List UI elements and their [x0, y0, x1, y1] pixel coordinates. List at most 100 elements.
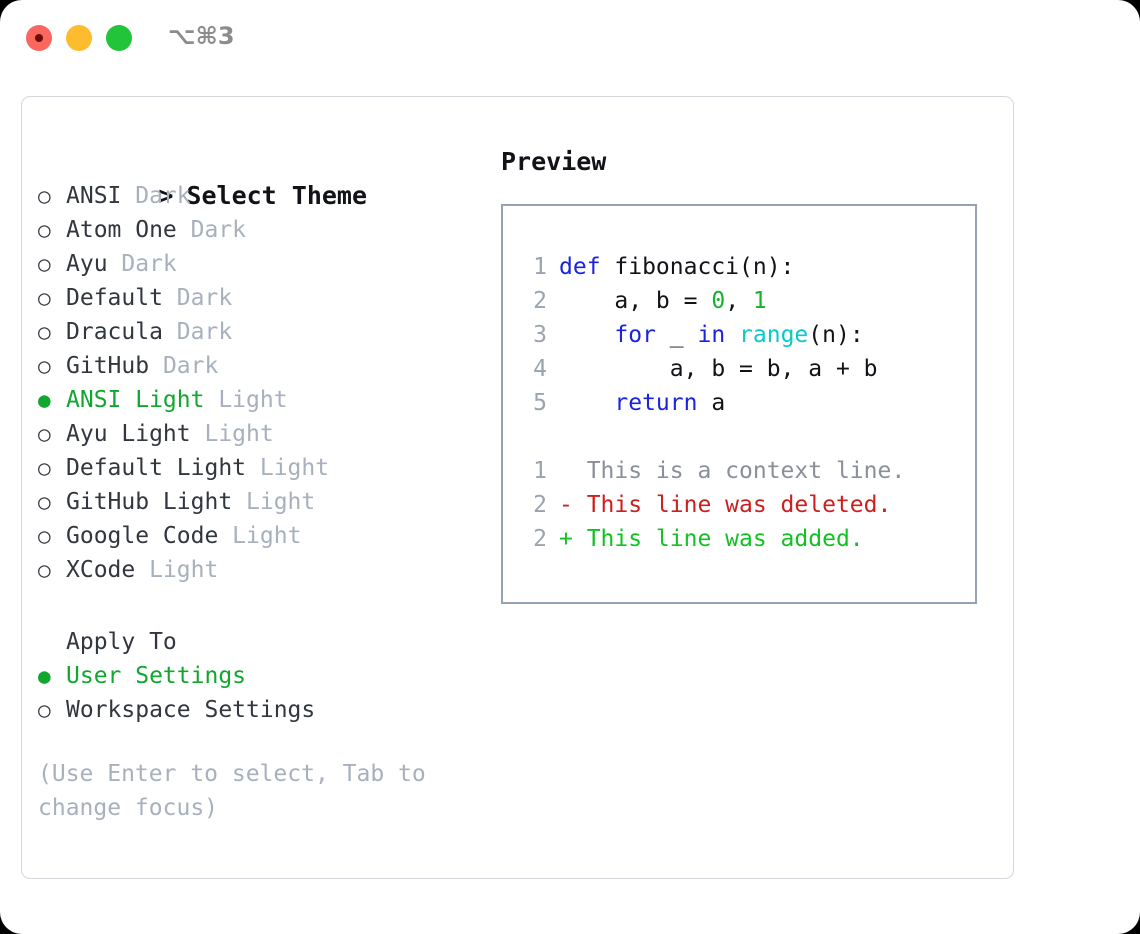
code-token [559, 390, 614, 416]
select-theme-header: > Select Theme [38, 145, 488, 210]
theme-name: Default Light [66, 455, 247, 481]
code-token: return [614, 390, 698, 416]
radio-unselected-icon[interactable]: ○ [38, 320, 51, 344]
radio-unselected-icon[interactable]: ○ [38, 218, 51, 242]
theme-category: Light [246, 455, 330, 481]
theme-name: Atom One [66, 217, 177, 243]
code-token: - This line was deleted. [559, 492, 892, 518]
theme-row[interactable]: ○ Dracula Dark [38, 315, 488, 349]
radio-unselected-icon[interactable]: ○ [38, 184, 51, 208]
hint-spacer [38, 727, 488, 757]
line-number: 2 [533, 288, 547, 314]
caret-icon: > [158, 181, 174, 210]
keyboard-shortcut-label: ⌥⌘3 [168, 22, 235, 50]
theme-row[interactable]: ○ Default Light Light [38, 451, 488, 485]
apply-to-list: ● User Settings ○ Workspace Settings [38, 659, 488, 727]
window-controls [26, 25, 132, 51]
theme-row[interactable]: ○ Default Dark [38, 281, 488, 315]
diff-sample: 1 This is a context line. 2 - This line wa… [519, 454, 975, 556]
preview-title: Preview [501, 147, 607, 176]
radio-unselected-icon[interactable]: ○ [38, 286, 51, 310]
code-line: 5 return a [519, 386, 975, 420]
theme-name: Default [66, 285, 163, 311]
title-bar: ⌥⌘3 [0, 0, 1140, 78]
theme-row[interactable]: ○ XCode Light [38, 553, 488, 587]
theme-row[interactable]: ○Atom One Dark [38, 213, 488, 247]
section-spacer [38, 587, 488, 625]
theme-name: GitHub Light [66, 489, 233, 515]
theme-category: Light [204, 387, 288, 413]
radio-unselected-icon[interactable]: ○ [38, 354, 51, 378]
theme-category: Light [218, 523, 302, 549]
theme-name: Ayu Light [66, 421, 191, 447]
code-diff-spacer [519, 420, 975, 454]
radio-unselected-icon[interactable]: ○ [38, 422, 51, 446]
diff-line: 2 + This line was added. [519, 522, 975, 556]
theme-row[interactable]: ○ GitHub Light Light [38, 485, 488, 519]
select-theme-title: Select Theme [186, 181, 368, 210]
theme-row[interactable]: ○ Google Code Light [38, 519, 488, 553]
radio-unselected-icon[interactable]: ○ [38, 558, 51, 582]
code-token: + This line was added. [559, 526, 864, 552]
theme-category: Dark [107, 251, 177, 277]
code-token [559, 322, 614, 348]
radio-unselected-icon[interactable]: ○ [38, 490, 51, 514]
code-token: (n): [808, 322, 864, 348]
code-token: a, b = b, a + b [559, 356, 878, 382]
apply-to-label: Workspace Settings [66, 697, 316, 723]
apply-to-label: User Settings [66, 663, 247, 689]
radio-selected-icon[interactable]: ● [38, 664, 51, 688]
theme-row[interactable]: ●ANSI Light Light [38, 383, 488, 417]
line-number: 3 [533, 322, 547, 348]
radio-unselected-icon[interactable]: ○ [38, 252, 51, 276]
radio-selected-icon[interactable]: ● [38, 388, 51, 412]
radio-unselected-icon[interactable]: ○ [38, 456, 51, 480]
code-token: 1 [752, 288, 767, 314]
line-number: 1 [533, 458, 547, 484]
line-number: 5 [533, 390, 547, 416]
code-token: a [697, 390, 726, 416]
theme-name: GitHub [66, 353, 150, 379]
maximize-button[interactable] [106, 25, 132, 51]
theme-list: ○ ANSI Dark ○ Atom One Dark ○ Ayu Dark ○ Defaul… [38, 179, 488, 587]
code-token: a, b = [559, 288, 712, 314]
theme-category: Light [232, 489, 316, 515]
code-token: def [559, 254, 601, 280]
theme-category: Light [190, 421, 274, 447]
theme-name: ANSI [66, 183, 122, 209]
theme-category: Light [135, 557, 219, 583]
theme-name: XCode [66, 557, 136, 583]
close-button[interactable] [26, 25, 52, 51]
code-line: 3 for _ in range(n): [519, 318, 975, 352]
theme-category: Dark [162, 319, 233, 345]
code-token: 0 [711, 288, 726, 314]
diff-line: 1 This is a context line. [519, 454, 975, 488]
code-line: 4 a, b = b, a + b [519, 352, 975, 386]
code-token: This is a context line. [559, 458, 906, 484]
apply-to-header: Apply To [66, 629, 177, 655]
theme-category: Dark [149, 353, 219, 379]
theme-name: Dracula [66, 319, 163, 345]
theme-category: Dark [162, 285, 233, 311]
theme-row[interactable]: ○ Ayu Dark [38, 247, 488, 281]
code-line: 2 a, b = 0, 1 [519, 284, 975, 318]
code-token: in [697, 322, 726, 348]
theme-category: Dark [121, 183, 191, 209]
apply-to-row[interactable]: ○ Workspace Settings [38, 693, 488, 727]
theme-name: Google Code [66, 523, 219, 549]
radio-unselected-icon[interactable]: ○ [38, 524, 51, 548]
minimize-button[interactable] [66, 25, 92, 51]
line-number: 2 [533, 526, 547, 552]
content-panel: > Select Theme ○ ANSI Dark ○ Atom One Dark ○ A… [21, 96, 1014, 879]
theme-row[interactable]: ○ Ayu Light Light [38, 417, 488, 451]
theme-name: Ayu [66, 251, 108, 277]
theme-row[interactable]: ○ GitHub Dark [38, 349, 488, 383]
line-number: 4 [533, 356, 547, 382]
theme-row[interactable]: ○ ANSI Dark [38, 179, 488, 213]
radio-unselected-icon[interactable]: ○ [38, 698, 51, 722]
apply-to-row[interactable]: ● User Settings [38, 659, 488, 693]
